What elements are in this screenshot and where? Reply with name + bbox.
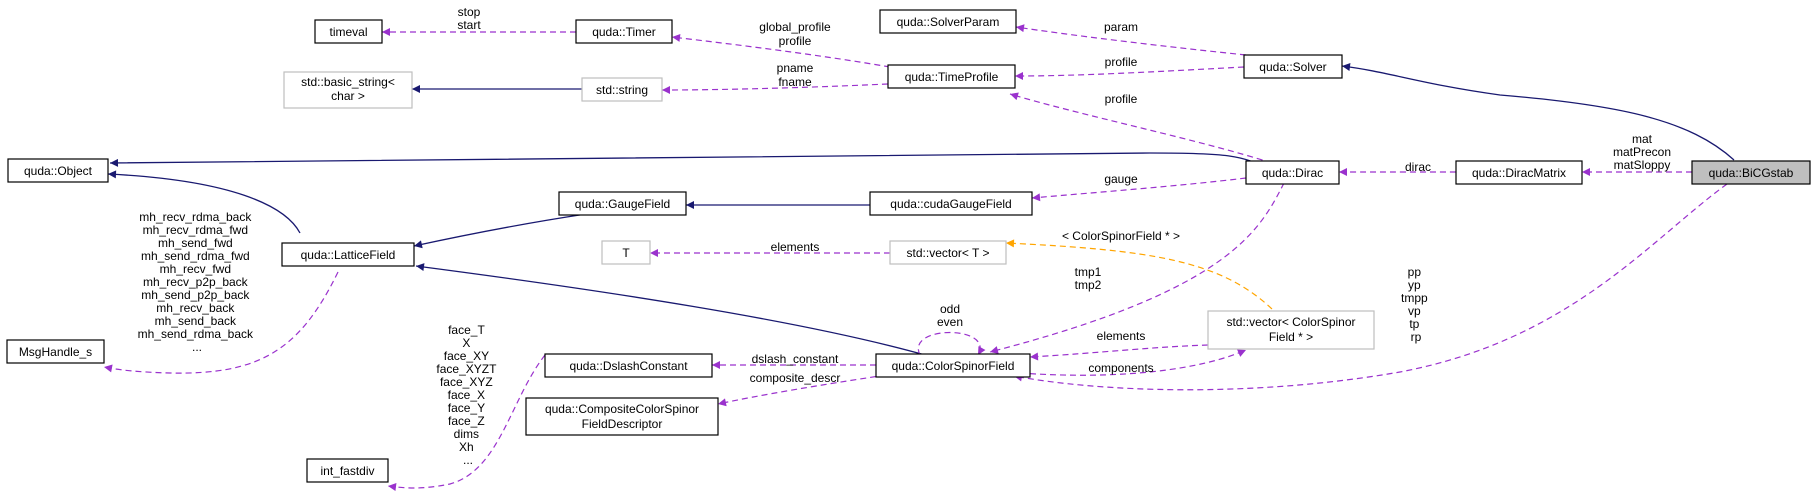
edge-csf-lattice xyxy=(415,263,926,356)
edge-vectorcsf-vectorT xyxy=(1005,239,1273,310)
edge-lattice-object xyxy=(107,170,301,234)
edge-timeprofile-timer xyxy=(671,33,891,68)
node-quda-cudagaugefield[interactable]: quda::cudaGaugeField xyxy=(869,191,1033,216)
svg-text:quda::Object: quda::Object xyxy=(24,164,93,178)
node-quda-dslashconstant[interactable]: quda::DslashConstant xyxy=(544,353,713,378)
node-quda-colorspinorfield[interactable]: quda::ColorSpinorField xyxy=(875,353,1031,378)
svg-text:quda::Dirac: quda::Dirac xyxy=(1262,166,1323,180)
svg-text:int_fastdiv: int_fastdiv xyxy=(320,464,374,478)
edge-dirac-cudagauge xyxy=(1031,177,1247,202)
edge-bicgstab-csf xyxy=(1013,183,1728,391)
edge-csf-self xyxy=(917,332,986,356)
node-timeval[interactable]: timeval xyxy=(314,19,383,44)
label-template-arg: < ColorSpinorField * > xyxy=(1062,229,1180,243)
label-csf-dslash: dslash_constant xyxy=(752,352,839,366)
node-quda-solver[interactable]: quda::Solver xyxy=(1243,54,1343,79)
svg-text:std::vector< ColorSpinorField: std::vector< ColorSpinorField * > xyxy=(1226,315,1355,344)
label-lattice-msghandle: mh_recv_rdma_back mh_recv_rdma_fwd mh_se… xyxy=(138,210,257,354)
svg-text:quda::DslashConstant: quda::DslashConstant xyxy=(569,359,688,373)
edge-dslash-fastdiv xyxy=(387,354,546,491)
node-quda-latticefield[interactable]: quda::LatticeField xyxy=(281,242,415,267)
label-csf-components: components xyxy=(1088,361,1153,375)
edge-gauge-lattice xyxy=(413,213,587,249)
svg-text:quda::Solver: quda::Solver xyxy=(1259,60,1326,74)
svg-text:quda::Timer: quda::Timer xyxy=(592,25,656,39)
svg-text:timeval: timeval xyxy=(329,25,367,39)
node-T[interactable]: T xyxy=(601,240,651,265)
edge-solver-timeprofile xyxy=(1014,66,1245,80)
label-dirac-profile: profile xyxy=(1105,92,1138,106)
svg-text:std::basic_string<char >: std::basic_string<char > xyxy=(301,75,395,103)
label-vec-csf-elements: elements xyxy=(1097,329,1146,343)
node-quda-solverparam[interactable]: quda::SolverParam xyxy=(879,9,1017,34)
label-dirac-gauge: gauge xyxy=(1104,172,1138,186)
node-quda-diracmatrix[interactable]: quda::DiracMatrix xyxy=(1455,160,1583,185)
edge-dirac-csf xyxy=(989,182,1285,354)
svg-text:quda::DiracMatrix: quda::DiracMatrix xyxy=(1472,166,1566,180)
node-quda-timeprofile[interactable]: quda::TimeProfile xyxy=(887,64,1016,89)
node-std-string[interactable]: std::string xyxy=(581,77,663,102)
svg-text:quda::LatticeField: quda::LatticeField xyxy=(301,248,396,262)
node-std-basic-string[interactable]: std::basic_string<char > xyxy=(283,71,413,109)
node-quda-gaugefield[interactable]: quda::GaugeField xyxy=(558,191,687,216)
label-csf-composite: composite_descr xyxy=(750,371,841,385)
svg-text:std::vector< T >: std::vector< T > xyxy=(907,246,990,260)
svg-text:MsgHandle_s: MsgHandle_s xyxy=(19,345,92,359)
svg-text:quda::TimeProfile: quda::TimeProfile xyxy=(905,70,999,84)
svg-text:quda::BiCGstab: quda::BiCGstab xyxy=(1709,166,1794,180)
label-vectorT-T: elements xyxy=(771,240,820,254)
label-dslash-fastdiv: face_T X face_XY face_XYZT face_XYZ face… xyxy=(436,323,499,467)
node-msghandle-s[interactable]: MsgHandle_s xyxy=(6,339,105,364)
edge-csf-vectorcsf xyxy=(1019,349,1247,376)
edge-dirac-object xyxy=(109,152,1269,171)
node-quda-bicgstab[interactable]: quda::BiCGstab xyxy=(1691,160,1811,185)
node-quda-timer[interactable]: quda::Timer xyxy=(575,19,673,44)
svg-text:quda::cudaGaugeField: quda::cudaGaugeField xyxy=(890,197,1011,211)
label-bicg-csf: pp yp tmpp vp tp rp xyxy=(1401,265,1431,344)
svg-text:quda::GaugeField: quda::GaugeField xyxy=(575,197,670,211)
svg-text:std::string: std::string xyxy=(596,83,648,97)
label-solver-param: param xyxy=(1104,20,1138,34)
svg-text:T: T xyxy=(622,246,630,260)
edge-bicgstab-solver xyxy=(1341,63,1735,161)
node-quda-dirac[interactable]: quda::Dirac xyxy=(1245,160,1340,185)
node-int-fastdiv[interactable]: int_fastdiv xyxy=(306,458,389,483)
node-quda-object[interactable]: quda::Object xyxy=(7,158,109,183)
edge-dirac-timeprofile xyxy=(1009,92,1273,164)
edge-timeprofile-string xyxy=(661,83,889,94)
label-solver-profile: profile xyxy=(1105,55,1138,69)
label-dm-dirac: dirac xyxy=(1405,160,1431,174)
svg-text:quda::ColorSpinorField: quda::ColorSpinorField xyxy=(892,359,1015,373)
edge-vectorcsf-csf xyxy=(1029,344,1209,361)
node-std-vector-T[interactable]: std::vector< T > xyxy=(889,240,1007,265)
edge-csf-composite xyxy=(717,374,887,407)
edge-solver-solverparam xyxy=(1015,24,1247,56)
nodes: timeval quda::Timer quda::SolverParam qu… xyxy=(6,9,1811,483)
svg-text:quda::SolverParam: quda::SolverParam xyxy=(897,15,1000,29)
